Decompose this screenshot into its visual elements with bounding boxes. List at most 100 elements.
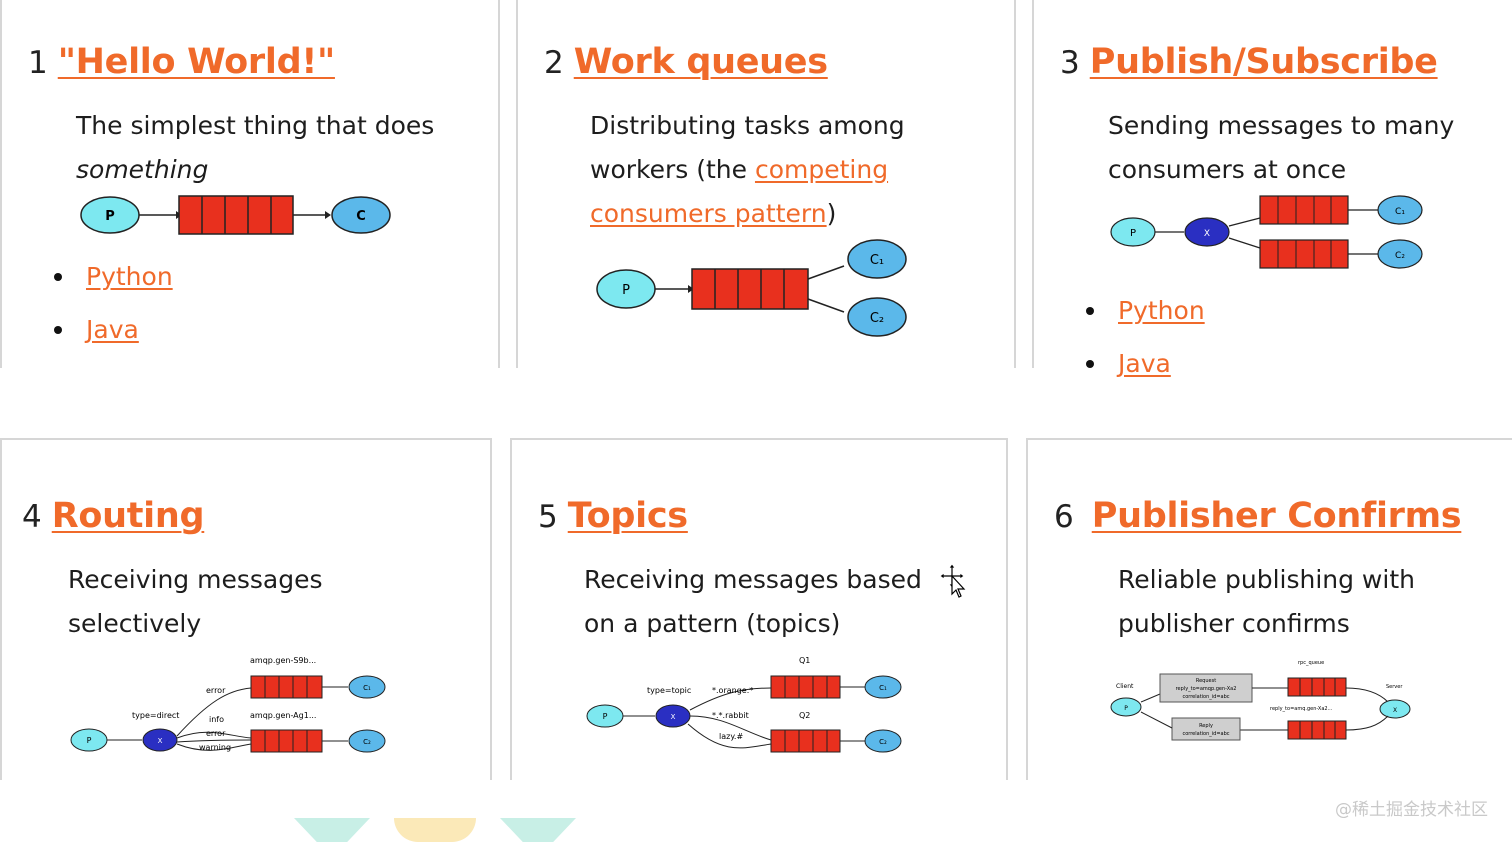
- consumer1-label: C₁: [1395, 207, 1405, 217]
- decorative-shape: [500, 818, 576, 842]
- tutorial-description: Reliable publishing with publisher confi…: [1118, 558, 1415, 646]
- python-link[interactable]: Python: [1118, 296, 1205, 325]
- tutorial-title-link[interactable]: Work queues: [573, 42, 828, 82]
- svg-text:Client: Client: [1116, 683, 1134, 690]
- tutorial-title-link[interactable]: Topics: [567, 496, 688, 536]
- python-link[interactable]: Python: [86, 262, 173, 291]
- description-line: Reliable publishing with: [1118, 565, 1415, 594]
- description-line: on a pattern (topics): [584, 609, 841, 638]
- svg-text:C₁: C₁: [879, 684, 887, 692]
- producer-label: P: [1130, 228, 1136, 239]
- svg-text:type=direct: type=direct: [132, 711, 179, 720]
- move-cursor-icon: [939, 563, 966, 598]
- svg-text:X: X: [671, 713, 676, 721]
- svg-text:rpc_queue: rpc_queue: [1298, 660, 1324, 666]
- svg-text:reply_to=amq.gen-Xa2...: reply_to=amq.gen-Xa2...: [1270, 706, 1333, 712]
- svg-text:warning: warning: [199, 743, 231, 752]
- svg-text:*.orange.*: *.orange.*: [712, 686, 753, 695]
- svg-text:amqp.gen-S9b...: amqp.gen-S9b...: [250, 656, 316, 665]
- tutorial-card-3: 3 Publish/Subscribe Sending messages to …: [1032, 0, 1512, 378]
- svg-text:lazy.#: lazy.#: [719, 732, 743, 741]
- description-line: something: [76, 155, 209, 184]
- svg-text:reply_to=amqp.gen-Xa2: reply_to=amqp.gen-Xa2: [1176, 686, 1237, 692]
- svg-text:X: X: [158, 737, 163, 745]
- routing-diagram: P type=direct X error info error warning…: [70, 656, 386, 753]
- topics-diagram: P type=topic X *.orange.* *.*.rabbit laz…: [586, 656, 902, 753]
- producer-label: P: [105, 209, 115, 224]
- decorative-shape: [294, 818, 370, 842]
- tutorial-number: 6: [1054, 499, 1074, 535]
- competing-consumers-link[interactable]: consumers pattern: [590, 199, 827, 228]
- tutorial-description: Receiving messages based on a pattern (t…: [584, 558, 922, 646]
- tutorial-card-2: 2 Work queues Distributing tasks among w…: [516, 0, 1016, 368]
- svg-text:error: error: [206, 729, 226, 738]
- language-links: Python Java: [54, 250, 173, 356]
- description-line: Distributing tasks among: [590, 111, 905, 140]
- svg-text:C₁: C₁: [363, 684, 371, 692]
- svg-text:C₂: C₂: [363, 738, 371, 746]
- svg-text:info: info: [209, 715, 224, 724]
- tutorial-number: 4: [22, 499, 42, 535]
- svg-text:C₂: C₂: [879, 738, 887, 746]
- tutorial-description: Distributing tasks among workers (the co…: [590, 104, 905, 236]
- description-line: Sending messages to many: [1108, 111, 1455, 140]
- tutorial-card-1: 1 "Hello World!" The simplest thing that…: [0, 0, 500, 368]
- description-line: The simplest thing that does: [76, 111, 435, 140]
- svg-text:correlation_id=abc: correlation_id=abc: [1182, 694, 1229, 700]
- svg-text:type=topic: type=topic: [647, 686, 691, 695]
- description-suffix: ): [826, 199, 837, 228]
- svg-text:X: X: [1393, 707, 1397, 714]
- tutorial-card-6: 6 Publisher Confirms Reliable publishing…: [1026, 438, 1512, 780]
- producer-label: P: [622, 283, 630, 298]
- svg-text:Server: Server: [1386, 684, 1403, 690]
- tutorial-description: The simplest thing that does something: [76, 104, 434, 192]
- competing-consumers-link[interactable]: competing: [754, 155, 889, 184]
- tutorial-description: Sending messages to many consumers at on…: [1108, 104, 1454, 192]
- svg-text:correlation_id=abc: correlation_id=abc: [1182, 731, 1229, 737]
- consumer2-label: C₂: [1395, 251, 1405, 261]
- tutorial-title-link[interactable]: Routing: [51, 496, 205, 536]
- tutorial-card-5: 5 Topics Receiving messages based on a p…: [510, 438, 1008, 780]
- publisher-confirms-diagram: Client P Request reply_to=amqp.gen-Xa2 c…: [1110, 660, 1411, 741]
- tutorial-title-link[interactable]: "Hello World!": [57, 42, 336, 82]
- consumer2-label: C₂: [870, 311, 884, 326]
- tutorial-number: 2: [544, 45, 564, 81]
- language-links: Python Java: [1086, 284, 1205, 390]
- tutorial-number: 1: [28, 45, 48, 81]
- tutorial-title-link[interactable]: Publish/Subscribe: [1089, 42, 1438, 82]
- consumer-label: C: [356, 209, 366, 224]
- publish-subscribe-diagram: P X C₁ C₂: [1110, 195, 1423, 269]
- svg-text:amqp.gen-Ag1...: amqp.gen-Ag1...: [250, 711, 316, 720]
- watermark: @稀土掘金技术社区: [1335, 800, 1488, 820]
- tutorial-title-link[interactable]: Publisher Confirms: [1091, 496, 1462, 536]
- tutorial-number: 5: [538, 499, 558, 535]
- tutorial-card-4: 4 Routing Receiving messages selectively…: [0, 438, 492, 780]
- description-line: workers (the: [590, 155, 755, 184]
- list-item: Java: [1086, 337, 1205, 390]
- list-item: Python: [1086, 284, 1205, 337]
- description-line: publisher confirms: [1118, 609, 1350, 638]
- svg-text:Q2: Q2: [799, 711, 810, 720]
- svg-text:Reply: Reply: [1199, 723, 1213, 729]
- svg-text:P: P: [603, 712, 608, 721]
- work-queues-diagram: P C₁ C₂: [596, 239, 907, 337]
- decorative-shape: [394, 818, 476, 842]
- description-line: Receiving messages: [68, 565, 323, 594]
- java-link[interactable]: Java: [86, 315, 139, 344]
- hello-world-diagram: P C: [80, 195, 391, 235]
- java-link[interactable]: Java: [1118, 349, 1171, 378]
- list-item: Java: [54, 303, 173, 356]
- list-item: Python: [54, 250, 173, 303]
- tutorial-description: Receiving messages selectively: [68, 558, 322, 646]
- description-line: Receiving messages based: [584, 565, 922, 594]
- tutorial-number: 3: [1060, 45, 1080, 81]
- svg-text:P: P: [1124, 705, 1128, 712]
- description-line: consumers at once: [1108, 155, 1347, 184]
- svg-text:Q1: Q1: [799, 656, 810, 665]
- svg-text:*.*.rabbit: *.*.rabbit: [712, 711, 749, 720]
- consumer1-label: C₁: [870, 253, 884, 268]
- exchange-label: X: [1204, 229, 1210, 239]
- svg-text:Request: Request: [1196, 678, 1216, 684]
- svg-text:error: error: [206, 686, 226, 695]
- svg-text:P: P: [87, 736, 92, 745]
